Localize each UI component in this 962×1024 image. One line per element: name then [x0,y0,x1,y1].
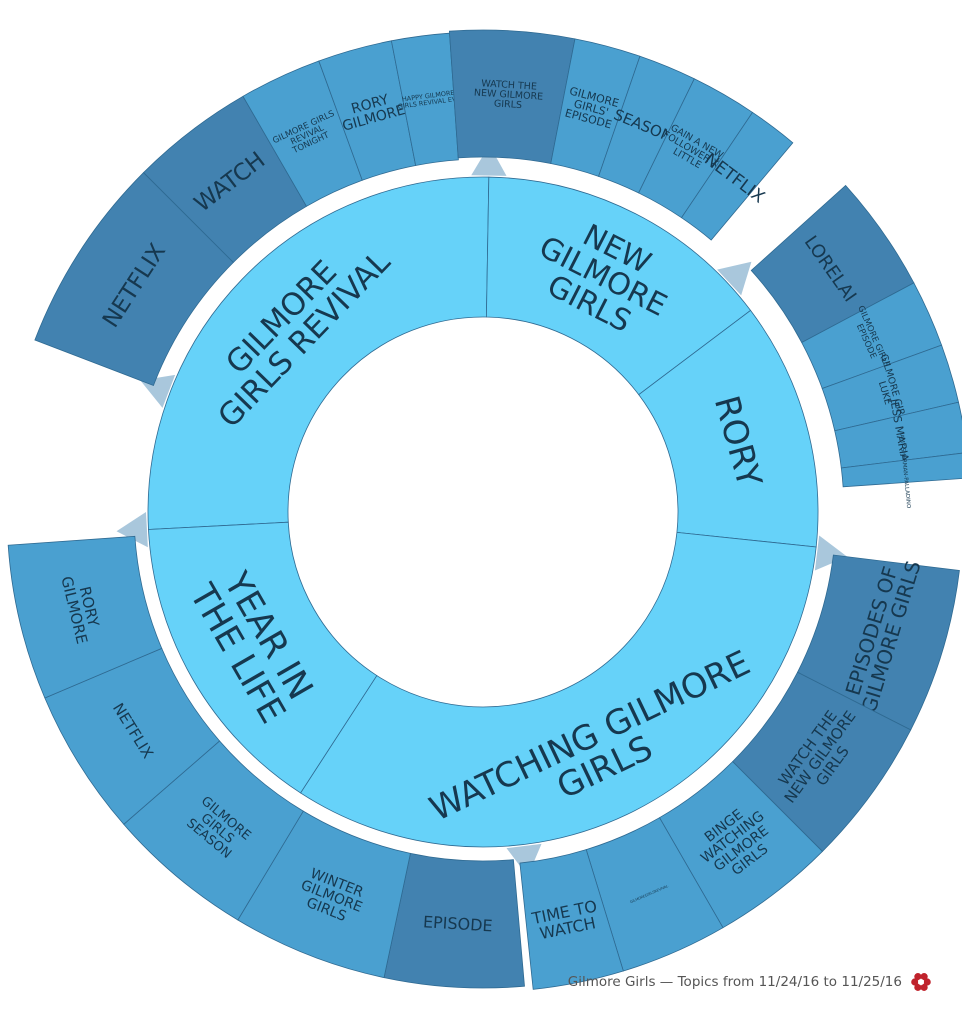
subtopic-happy-gilmore-girls-revival-eve[interactable]: HAPPY GILMOREGIRLS REVIVAL EVE [390,32,461,166]
segment-year-in-the-life[interactable]: YEAR INTHE LIFE [148,521,378,794]
inner-arc-watching-gilmore-girls[interactable] [299,531,817,848]
inner-arc-year-in-the-life[interactable] [148,521,378,794]
connector-wedge-2 [471,145,507,176]
flower-logo-icon [911,973,931,991]
subtopic-time-to-watch[interactable]: TIME TOWATCH [519,849,624,990]
outer-label-episode-line: EPISODE [422,912,493,935]
subtopic-episodes-of-gilmore-girls[interactable]: EPISODES OFGILMORE GIRLS [796,552,960,731]
logo-center [918,979,924,985]
footer-caption: Gilmore Girls — Topics from 11/24/16 to … [567,974,902,990]
subtopic-gain-a-new-follower-x-little[interactable]: GAIN A NEWFOLLOWER X,LITTLE [638,78,754,219]
subtopic-gilmore-girls-luke[interactable]: GILMORE GIRLSLUKE [821,344,959,432]
subtopic-lorelai[interactable]: LORELAI [750,184,915,344]
segment-new-gilmore-girls[interactable]: NEWGILMOREGIRLS [485,176,752,396]
outer-label-watch-the-new-gilmore-girls-line: GIRLS [494,98,523,111]
outer-arc-rory-gilmore[interactable] [7,535,163,699]
connector-wedge-4 [814,535,848,571]
outer-label-watch-the-new-gilmore-girls-line: NEW GILMORE [474,88,544,103]
segment-rory[interactable]: RORY [638,309,819,548]
connector-wedge-3 [717,261,752,296]
logo-petal [914,983,922,991]
subtopic-watch-the-new-gilmore-girls[interactable]: WATCH THENEW GILMOREGIRLS [448,29,576,164]
outer-label-watch-the-new-gilmore-girls: WATCH THENEW GILMOREGIRLS [473,78,544,113]
subtopic-rory-gilmore[interactable]: RORYGILMORE [318,40,417,181]
logo-petal [923,978,931,986]
footer: Gilmore Girls — Topics from 11/24/16 to … [568,971,932,993]
outer-label-episode: EPISODE [422,912,493,935]
subtopic-watch-the-new-gilmore-girls[interactable]: WATCH THENEW GILMOREGIRLS [732,671,912,852]
outer-label-watch-the-new-gilmore-girls-line: WATCH THE [481,78,537,92]
connector-wedge-5 [506,843,542,877]
subtopic-netflix[interactable]: NETFLIX [680,111,794,241]
subtopic-gilmore-girls-episode[interactable]: GILMOREGIRLS'EPISODE [550,38,641,177]
inner-arc-gilmore-girls-revival[interactable] [147,176,490,530]
subtopic-winter-gilmore-girls[interactable]: WINTERGILMOREGIRLS [237,810,411,979]
logo-petal [920,983,928,991]
outer-arc-amy-sherman-palladino[interactable] [840,452,962,488]
subtopic-gilmore-girls-episode[interactable]: GILMORE GIRLS'EPISODE [801,282,943,390]
logo-petal [920,973,928,981]
subtopic-netflix[interactable]: NETFLIX [34,172,234,387]
logo-petal [911,978,919,986]
logo-petal [914,973,922,981]
outer-arc-happy-gilmore-girls-revival-eve[interactable] [390,32,459,166]
connector-wedge-6 [116,512,148,548]
outer-arc-netflix[interactable] [680,111,794,241]
subtopic-rory-gilmore[interactable]: RORYGILMORE [7,535,163,699]
outer-arc-time-to-watch[interactable] [519,849,624,990]
subtopic-gilmore-girls-revival-tonight[interactable]: GILMORE GIRLSREVIVALTONIGHT [242,60,363,207]
subtopic-season[interactable]: SEASON [598,55,695,194]
subtopic-netflix[interactable]: NETFLIX [44,647,221,825]
subtopic-watch[interactable]: WATCH [143,95,308,263]
subtopic-binge-watching-gilmore-girls[interactable]: BINGEWATCHINGGILMOREGIRLS [658,761,823,929]
